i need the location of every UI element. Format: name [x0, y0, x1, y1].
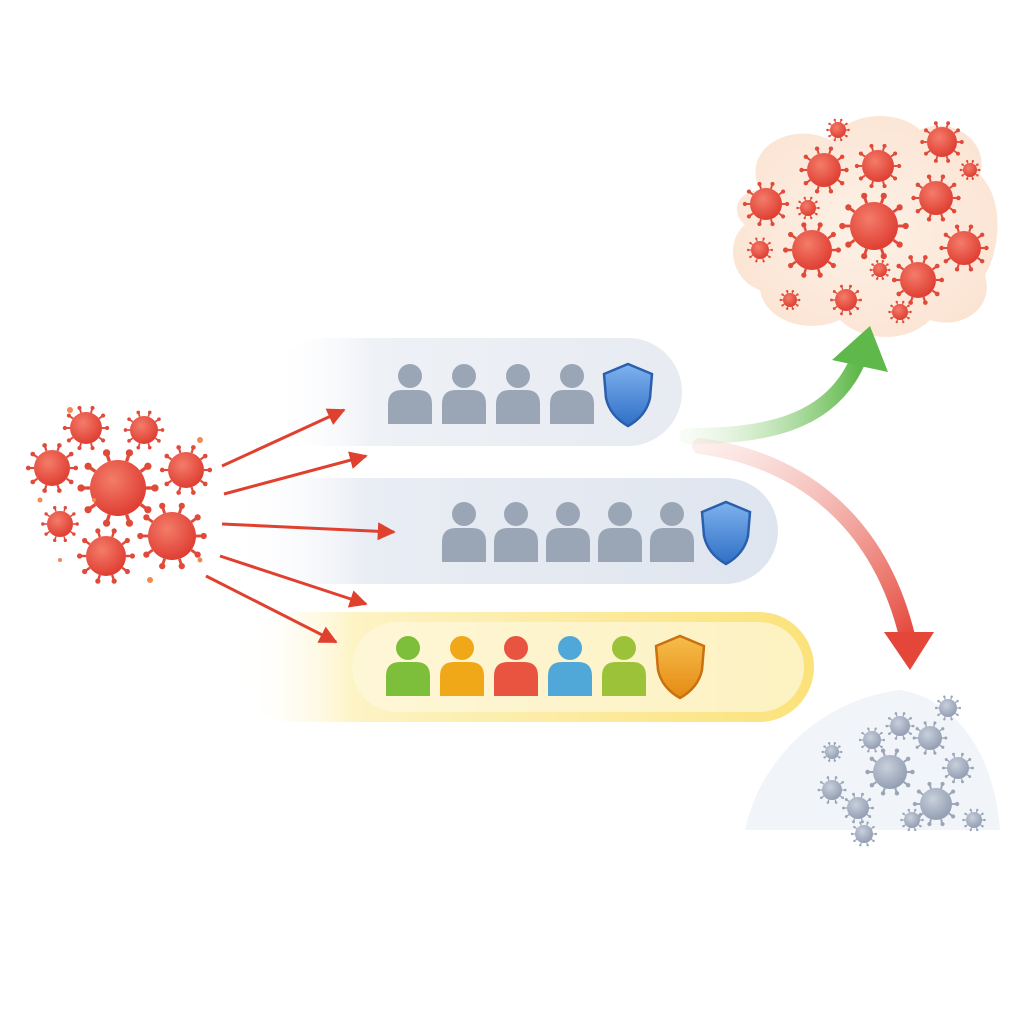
virus-icon [912, 781, 960, 827]
group-3 [386, 634, 706, 700]
virus-icon [912, 721, 948, 755]
virus-icon [783, 222, 842, 278]
exposure-arrow-2 [223, 451, 368, 496]
shield-icon [700, 500, 752, 566]
virus-icon [742, 181, 790, 227]
particle-dot [197, 557, 203, 563]
virus-icon [911, 174, 961, 222]
virus-icon [959, 160, 981, 180]
group-2 [442, 500, 752, 566]
virus-icon [123, 410, 165, 450]
person-icon [496, 364, 540, 424]
virus-icon [746, 237, 774, 263]
person-icon [548, 636, 592, 696]
population-groups [386, 362, 752, 700]
virus-icon [159, 445, 213, 495]
exposure-arrows [205, 408, 396, 644]
virus-icon [850, 821, 878, 847]
person-icon [598, 502, 642, 562]
person-icon [602, 636, 646, 696]
spread-virus-cluster [742, 118, 989, 324]
virus-icon [796, 196, 820, 220]
spread-arrow [680, 352, 866, 444]
particle-dot [67, 407, 73, 413]
virus-icon [77, 449, 159, 527]
person-icon [650, 502, 694, 562]
virus-icon [842, 792, 874, 824]
particle-dot [197, 437, 203, 443]
virus-icon [817, 776, 847, 804]
virus-icon [77, 528, 135, 584]
virus-icon [891, 255, 945, 305]
particle-dot [58, 558, 62, 562]
virus-icon [858, 727, 886, 753]
virus-icon [839, 192, 909, 260]
person-icon [440, 636, 484, 696]
contained-virus-cluster [817, 695, 986, 847]
person-icon [442, 502, 486, 562]
person-icon [494, 636, 538, 696]
virus-icon [869, 260, 891, 280]
virus-icon [920, 121, 964, 163]
exposure-arrow-3 [221, 522, 396, 541]
virus-icon [25, 443, 79, 493]
virus-icon [799, 146, 849, 194]
exposure-arrow-4 [219, 554, 368, 608]
person-icon [442, 364, 486, 424]
virus-icon [888, 300, 912, 324]
particle-dot [147, 577, 153, 583]
shield-icon [602, 362, 654, 428]
virus-icon [137, 502, 207, 570]
virus-icon [865, 748, 915, 796]
particle-dot [92, 498, 96, 502]
person-icon [386, 636, 430, 696]
virus-icon [962, 808, 986, 832]
spread-arrow-head [832, 326, 888, 372]
shield-icon [654, 634, 706, 700]
virus-icon [821, 742, 843, 762]
virus-icon [826, 118, 850, 142]
person-icon [550, 364, 594, 424]
outcome-arrows [680, 326, 934, 670]
virus-icon [934, 695, 962, 721]
virus-icon [939, 224, 989, 272]
virus-icon [854, 143, 902, 189]
source-virus-cluster [25, 405, 213, 584]
contained-arrow [692, 438, 916, 648]
virus-icon [62, 405, 110, 451]
virus-icon [885, 712, 915, 740]
virus-icon [942, 752, 974, 784]
person-icon [494, 502, 538, 562]
group-1 [388, 362, 654, 428]
person-icon [388, 364, 432, 424]
virus-icon [41, 505, 79, 543]
virus-icon [779, 290, 801, 310]
contained-arrow-head [884, 632, 934, 670]
virus-icon [830, 284, 862, 316]
particle-dot [37, 497, 43, 503]
virus-icon [900, 808, 924, 832]
exposure-arrow-5 [205, 574, 338, 644]
person-icon [546, 502, 590, 562]
exposure-arrow-1 [221, 408, 346, 468]
